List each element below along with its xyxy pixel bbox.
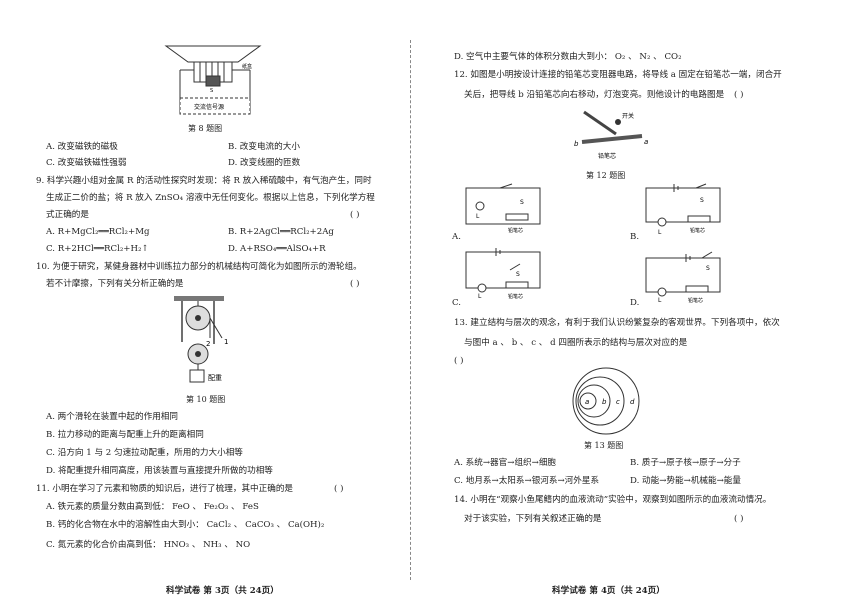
svg-text:L: L [658, 229, 662, 236]
circuit-option-a[interactable]: S L 铅笔芯 [460, 183, 546, 234]
circuit-option-b[interactable]: S L 铅笔芯 [640, 183, 726, 236]
figure-10-pulley: 1 2 配重 [174, 296, 228, 383]
fig13-label-b: b [602, 398, 607, 406]
svg-text:S: S [516, 271, 520, 278]
svg-text:L: L [476, 213, 480, 220]
q12-stem-line1: 12. 如图是小明按设计连接的铅笔芯变阻器电路，将导线 a 固定在铅笔芯一端，闭… [454, 70, 782, 80]
q10-option-c[interactable]: C. 沿方向 1 与 2 匀速拉动配重，所用的力大小相等 [46, 448, 243, 458]
q8-option-d[interactable]: D. 改变线圈的匝数 [228, 158, 301, 168]
fig12-core-label: 铅笔芯 [598, 152, 616, 160]
svg-text:铅笔芯: 铅笔芯 [688, 297, 703, 304]
q9-answer-bracket[interactable]: ( ) [350, 210, 360, 220]
fig8-s-label: S [210, 88, 213, 94]
page-3-footer: 科学试卷 第 3页（共 24页） [166, 586, 279, 596]
q9-stem-line3: 式正确的是 [46, 210, 89, 220]
q13-option-c[interactable]: C. 地月系→太阳系→银河系→河外星系 [454, 476, 600, 486]
figure-10-caption: 第 10 题图 [186, 395, 226, 404]
q13-option-a[interactable]: A. 系统→器官→组织→细胞 [454, 458, 557, 468]
svg-text:S: S [520, 199, 524, 206]
q12-answer-bracket[interactable]: ( ) [734, 90, 744, 100]
q11-option-c[interactable]: C. 氮元素的化合价由高到低： HNO₃ 、 NH₃ 、 NO [46, 540, 251, 550]
q11-option-b[interactable]: B. 钙的化合物在水中的溶解性由大到小： CaCl₂ 、 CaCO₃ 、 Ca(… [46, 520, 325, 530]
q10-stem-line2: 若不计摩擦，下列有关分析正确的是 [46, 279, 184, 289]
q13-answer-bracket[interactable]: ( ) [454, 356, 464, 366]
svg-text:L: L [478, 293, 482, 300]
fig8-tape-label: 纸盒 [242, 63, 252, 70]
q11-stem: 11. 小明在学习了元素和物质的知识后，进行了梳理，其中正确的是 [36, 484, 294, 494]
q12-option-b[interactable]: B. [630, 232, 640, 242]
q14-stem-line1: 14. 小明在“观察小鱼尾鳍内的血液流动”实验中，观察到如图所示的血液流动情况。 [454, 495, 772, 505]
q12-option-a[interactable]: A. [452, 232, 461, 242]
q12-option-c[interactable]: C. [452, 298, 462, 308]
q9-option-d[interactable]: D. A+RSO₄══AlSO₄+R [228, 244, 326, 254]
q13-stem-line1: 13. 建立结构与层次的观念，有利于我们认识纷繁复杂的客观世界。下列各项中，依次 [454, 318, 780, 328]
q11-answer-bracket[interactable]: ( ) [334, 484, 344, 494]
fig10-weight-label: 配重 [208, 374, 222, 382]
fig13-label-a: a [585, 398, 589, 406]
figure-13-nested-circles: a b c d [572, 367, 640, 435]
q8-option-c[interactable]: C. 改变磁铁磁性强弱 [46, 158, 127, 168]
figure-8-speaker: S 纸盒 交流信号源 [164, 45, 262, 115]
q13-stem-line2: 与图中 a 、 b 、 c 、 d 四圈所表示的结构与层次对应的是 [464, 338, 688, 348]
q9-option-c[interactable]: C. R+2HCl══RCl₂+H₂↑ [46, 244, 149, 254]
left-page: S 纸盒 交流信号源 第 8 题图 A. 改变磁铁的磁极 B. 改变电流的大小 … [0, 0, 400, 607]
q10-option-b[interactable]: B. 拉力移动的距离与配重上升的距离相同 [46, 430, 204, 440]
figure-12-pencil: 开关 b a 铅笔芯 [574, 110, 648, 160]
q12-option-d[interactable]: D. [630, 298, 640, 308]
q9-stem-line2: 生成正二价的盐；将 R 放入 ZnSO₄ 溶液中无任何变化。根据以上信息，下列化… [46, 193, 375, 203]
svg-text:L: L [658, 297, 662, 304]
q14-answer-bracket[interactable]: ( ) [734, 514, 744, 524]
q8-option-b[interactable]: B. 改变电流的大小 [228, 142, 300, 152]
q11-option-a[interactable]: A. 铁元素的质量分数由高到低： FeO 、 Fe₂O₃ 、 FeS [46, 502, 259, 512]
q10-option-a[interactable]: A. 两个滑轮在装置中起的作用相同 [46, 412, 178, 422]
fig13-label-c: c [616, 398, 620, 406]
fig10-direction-2: 2 [206, 340, 210, 348]
right-page: D. 空气中主要气体的体积分数由大到小： O₂ 、 N₂ 、 CO₂ 12. 如… [424, 0, 860, 607]
q13-option-b[interactable]: B. 质子→原子核→原子→分子 [630, 458, 741, 468]
fig13-label-d: d [630, 398, 635, 406]
q12-stem-line2: 关后，把导线 b 沿铅笔芯向右移动，灯泡变亮。则他设计的电路图是 [464, 90, 725, 100]
figure-8-caption: 第 8 题图 [188, 124, 223, 133]
svg-text:铅笔芯: 铅笔芯 [508, 227, 523, 234]
q10-stem-line1: 10. 为便于研究，某健身器材中训练拉力部分的机械结构可简化为如图所示的滑轮组。 [36, 262, 362, 272]
svg-text:铅笔芯: 铅笔芯 [508, 293, 523, 300]
page-4-footer: 科学试卷 第 4页（共 24页） [552, 586, 665, 596]
fig12-b-label: b [574, 140, 579, 148]
svg-text:S: S [700, 197, 704, 204]
q13-option-d[interactable]: D. 动能→势能→机械能→能量 [630, 476, 741, 486]
fig12-a-label: a [644, 138, 648, 146]
q9-option-b[interactable]: B. R+2AgCl══RCl₂+2Ag [228, 227, 334, 237]
svg-text:铅笔芯: 铅笔芯 [690, 227, 705, 234]
q8-option-a[interactable]: A. 改变磁铁的磁极 [46, 142, 118, 152]
figure-12-caption: 第 12 题图 [586, 171, 626, 180]
q11-option-d[interactable]: D. 空气中主要气体的体积分数由大到小： O₂ 、 N₂ 、 CO₂ [454, 52, 682, 62]
fig10-direction-1: 1 [224, 338, 228, 346]
fig12-switch-label: 开关 [622, 112, 634, 120]
figure-13-caption: 第 13 题图 [584, 441, 624, 450]
q9-stem-line1: 9. 科学兴趣小组对金属 R 的活动性探究时发现：将 R 放入稀硫酸中，有气泡产… [36, 176, 372, 186]
svg-text:S: S [706, 265, 710, 272]
fig8-source-label: 交流信号源 [194, 103, 224, 111]
q10-option-d[interactable]: D. 将配重提升相同高度，用该装置与直接提升所做的功相等 [46, 466, 273, 476]
column-divider [410, 40, 411, 580]
circuit-option-c[interactable]: S L 铅笔芯 [460, 246, 546, 300]
q10-answer-bracket[interactable]: ( ) [350, 279, 360, 289]
circuit-option-d[interactable]: S L 铅笔芯 [640, 251, 726, 304]
q14-stem-line2: 对于该实验，下列有关叙述正确的是 [464, 514, 602, 524]
q9-option-a[interactable]: A. R+MgCl₂══RCl₂+Mg [46, 227, 150, 237]
